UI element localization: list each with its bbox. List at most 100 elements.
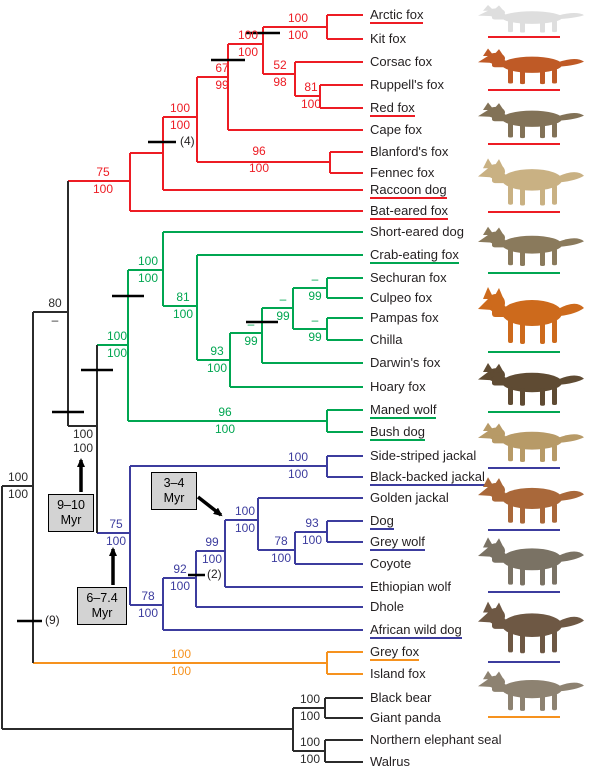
animal-underline-maned-wolf (488, 351, 560, 353)
support-value: 100 (287, 467, 309, 481)
taxon-label-ethiopian-wolf: Ethiopian wolf (370, 579, 451, 594)
support-value: 100 (299, 752, 321, 766)
support-value: 99 (244, 334, 258, 348)
support-value: 100 (72, 427, 94, 441)
support-value: 100 (137, 606, 159, 620)
animal-image-bush-dog (470, 360, 590, 408)
taxon-label-bat-eared-fox: Bat-eared fox (370, 203, 449, 220)
support-value: 100 (270, 551, 292, 565)
taxon-label-darwin-s-fox: Darwin's fox (370, 355, 441, 370)
support-value: 100 (234, 521, 256, 535)
animal-image-boxer-dog (470, 474, 590, 526)
taxon-label-red-fox: Red fox (370, 100, 415, 117)
support-value: 81 (176, 290, 190, 304)
support-value: 100 (299, 735, 321, 749)
support-value: 52 (273, 58, 287, 72)
support-value: 100 (300, 97, 322, 111)
support-value: 99 (215, 78, 229, 92)
taxon-label-raccoon-dog: Raccoon dog (370, 182, 447, 199)
support-value: – (311, 313, 319, 327)
support-value: 80 (48, 296, 62, 310)
taxon-label-side-striped-jackal: Side-striped jackal (370, 448, 477, 463)
support-value: 98 (273, 75, 287, 89)
support-value: 100 (201, 552, 223, 566)
support-value: 100 (287, 11, 309, 25)
taxon-label-african-wild-dog: African wild dog (370, 622, 462, 639)
taxon-label-grey-wolf: Grey wolf (370, 534, 425, 551)
support-value: 81 (304, 80, 318, 94)
animal-underline-crab-eating-fox (488, 272, 560, 274)
animal-underline-red-fox (488, 89, 560, 91)
taxon-label-pampas-fox: Pampas fox (370, 310, 439, 325)
support-value: 93 (210, 344, 224, 358)
taxon-label-arctic-fox: Arctic fox (370, 7, 424, 24)
support-value: 100 (105, 534, 127, 548)
support-value: 100 (237, 28, 259, 42)
taxon-label-corsac-fox: Corsac fox (370, 54, 433, 69)
taxon-label-sechuran-fox: Sechuran fox (370, 270, 447, 285)
support-value: 100 (72, 441, 94, 455)
tree-branches (1, 14, 363, 763)
taxon-label-crab-eating-fox: Crab-eating fox (370, 247, 459, 264)
support-value: 100 (170, 647, 192, 661)
taxon-label-cape-fox: Cape fox (370, 122, 423, 137)
support-value: 100 (170, 664, 192, 678)
animal-image-red-fox (470, 46, 590, 86)
animal-underline-bat-eared-fox (488, 211, 560, 213)
support-value: – (311, 272, 319, 286)
support-value: 100 (214, 422, 236, 436)
support-value: 93 (305, 516, 319, 530)
support-value: – (51, 313, 59, 327)
taxon-label-coyote: Coyote (370, 556, 412, 571)
animal-image-arctic-fox (470, 3, 590, 34)
taxon-label-blanford-s-fox: Blanford's fox (370, 144, 449, 159)
support-value: 100 (248, 161, 270, 175)
support-value: 100 (237, 45, 259, 59)
support-value: 100 (137, 254, 159, 268)
animal-underline-jackal (488, 467, 560, 469)
taxon-label-fennec-fox: Fennec fox (370, 165, 435, 180)
support-value: 100 (299, 709, 321, 723)
support-value: 96 (218, 405, 232, 419)
animal-image-grey-wolf (470, 534, 590, 588)
support-value: 99 (308, 330, 322, 344)
support-value: 78 (274, 534, 288, 548)
animal-image-crab-eating-fox (470, 224, 590, 268)
animal-underline-african-wild-dog (488, 661, 560, 663)
taxon-label-black-bear: Black bear (370, 690, 432, 705)
support-value: 100 (169, 101, 191, 115)
taxon-label-golden-jackal: Golden jackal (370, 490, 449, 505)
support-value: – (279, 292, 287, 306)
taxon-label-walrus: Walrus (370, 754, 410, 769)
animal-image-raccoon-dog (470, 100, 590, 140)
taxon-label-dog: Dog (370, 513, 394, 530)
support-value: 99 (205, 535, 219, 549)
support-value: 100 (7, 487, 29, 501)
support-value: 100 (172, 307, 194, 321)
support-value: 99 (308, 289, 322, 303)
support-value: 100 (92, 182, 114, 196)
indel-count-label: (4) (180, 134, 195, 148)
taxon-label-northern-elephant-seal: Northern elephant seal (370, 732, 502, 747)
taxon-label-hoary-fox: Hoary fox (370, 379, 426, 394)
support-value: – (247, 317, 255, 331)
support-value: 100 (169, 579, 191, 593)
taxon-label-bush-dog: Bush dog (370, 424, 425, 441)
support-value: 100 (169, 118, 191, 132)
taxon-label-grey-fox: Grey fox (370, 644, 420, 661)
support-value: 96 (252, 144, 266, 158)
support-value: 99 (276, 309, 290, 323)
taxon-label-short-eared-dog: Short-eared dog (370, 224, 464, 239)
support-value: 100 (287, 28, 309, 42)
taxon-label-kit-fox: Kit fox (370, 31, 407, 46)
support-value: 100 (287, 450, 309, 464)
taxon-label-culpeo-fox: Culpeo fox (370, 290, 433, 305)
animal-underline-grey-wolf (488, 591, 560, 593)
animal-underline-grey-fox (488, 716, 560, 718)
support-value: 75 (109, 517, 123, 531)
